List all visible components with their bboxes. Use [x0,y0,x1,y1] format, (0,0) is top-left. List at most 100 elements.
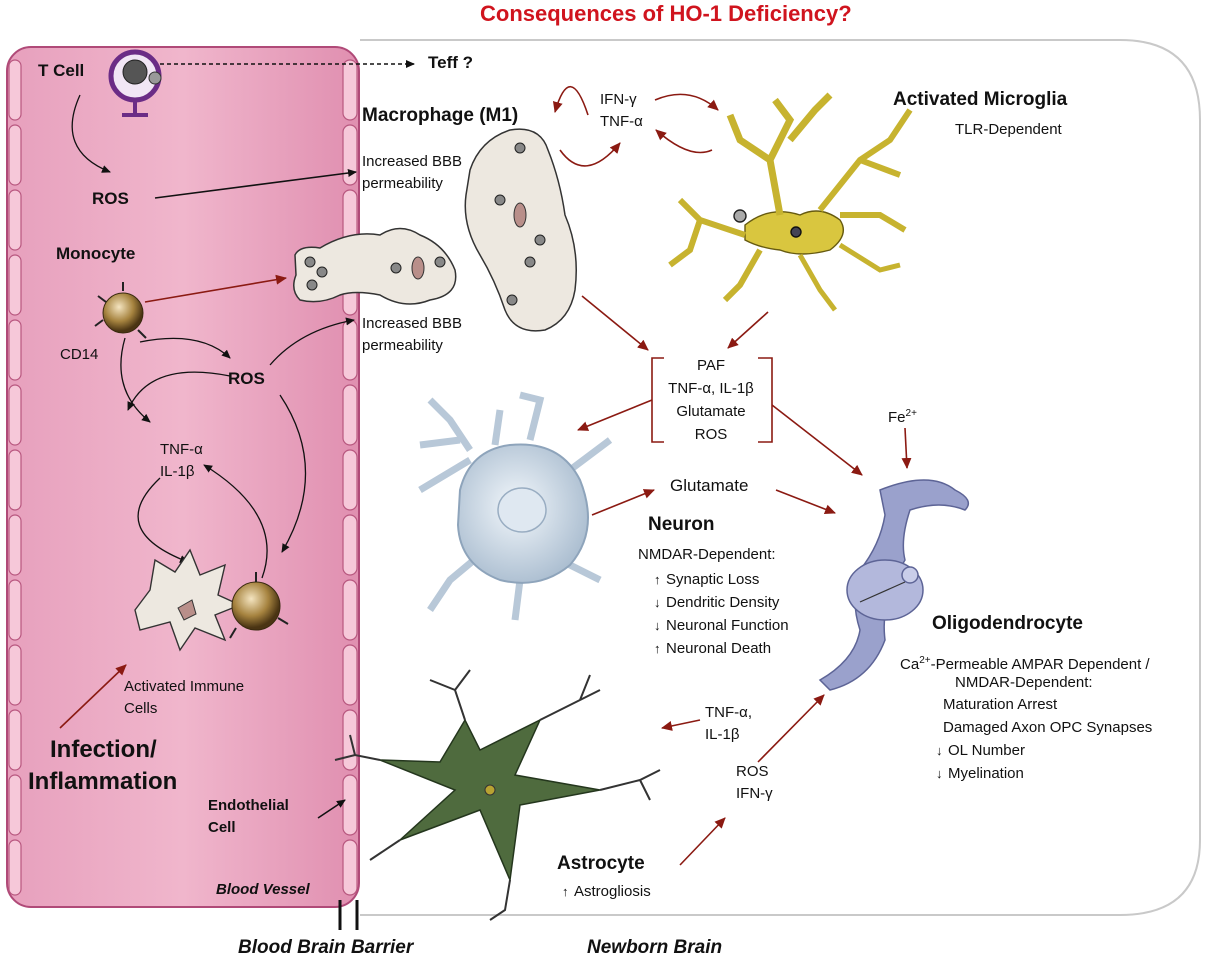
oligodendrocyte-graphic [818,479,970,691]
down-arrow-icon: ↓ [936,743,943,758]
monocyte-to-macrophage-arrow [144,274,287,303]
glutamate-to-oligo-arrow [775,489,836,515]
myelination-text: Myelination [948,765,1024,782]
fe-text: Fe [888,409,906,426]
infection-to-immune-arrow [59,664,127,729]
neuron-effect-item: ↓ Dendritic Density [654,593,779,613]
astro-il-label: IL-1β [705,726,740,743]
macrophage-loop-arrow-down [559,142,621,167]
ros-to-tnf-arrow [127,371,231,411]
macrophage-loop-arrow-up [552,85,589,116]
neuron-graphic [418,391,613,621]
cytokines-to-oligo-arrow [771,404,863,476]
cytokine-bracket-right [758,357,773,443]
ampar-label: Ca2+-Permeable AMPAR Dependent / [900,651,1150,675]
macrophage-graphic [464,128,577,332]
neuron-label: Neuron [648,514,715,535]
monocyte-to-ros-arrow [139,337,231,359]
neuron-effect-text: Synaptic Loss [666,571,760,588]
tnf-to-immune-arrow [137,477,189,563]
ca-superscript: 2+ [919,655,931,666]
bbb-permeability-1a: Increased BBB [362,153,463,170]
ros-to-bbb2-arrow [269,317,355,366]
ol-number-text: OL Number [948,742,1025,759]
down-arrow-icon: ↓ [936,766,943,781]
macrophage-label: Macrophage (M1) [362,105,519,126]
fe-to-oligo-arrow [901,427,912,469]
endothelial-cell-label: Cell [208,819,236,836]
teff-label: Teff ? [428,53,474,72]
neuron-effect-item: ↑Neuronal Death [654,639,771,659]
neuron-effect-text: Neuronal Function [666,617,789,634]
tnf-label: TNF-α [600,113,643,130]
blood-vessel [6,46,360,908]
footer-newborn-label: Newborn Brain [587,937,723,958]
astro-tnf-label: TNF-α, [705,704,752,721]
astrogliosis-label: ↑Astrogliosis [562,882,651,902]
astro-ifn-label: IFN-γ [736,785,773,802]
vessel-tnf-label: TNF-α [160,441,203,458]
bbb-permeability-2a: Increased BBB [362,315,463,332]
ol-number-label: ↓ OL Number [936,741,1025,761]
figure-title: Consequences of HO-1 Deficiency? [480,1,852,26]
tcell-to-ros-arrow [71,94,111,173]
t-cell-label: T Cell [38,61,85,80]
neuron-nmdar-label: NMDAR-Dependent: [638,546,776,563]
ifn-label: IFN-γ [600,91,637,108]
cd14-label: CD14 [60,346,99,363]
endothelial-pointer-arrow [317,799,346,819]
monocyte-to-tnf-arrow [120,337,151,423]
ros-to-oligo-arrow [757,694,825,763]
neuron-effect-text: Neuronal Death [666,640,772,657]
astro-ros-label: ROS [736,763,769,780]
brain-region-outline [360,39,1201,916]
infection-label: Infection/ [50,736,157,763]
fe-label: Fe2+ [888,404,917,428]
infiltrating-cell-graphic [293,227,457,305]
activated-immune-label: Activated Immune [124,678,245,695]
maturation-label: Maturation Arrest [943,696,1058,713]
cytokine-glutamate-label: Glutamate [676,403,746,420]
oligo-nmdar-label: NMDAR-Dependent: [955,674,1093,691]
ros-mid-label: ROS [228,369,265,388]
neuron-effect-text: Dendritic Density [666,594,780,611]
microglia-loop-arrow [654,93,719,111]
paf-label: PAF [696,357,726,374]
microglia-to-cytokines-arrow [727,311,769,349]
tnf-to-astrocyte-arrow [661,719,701,731]
ros-to-bbb-arrow [154,169,357,199]
astrocyte-label: Astrocyte [557,853,645,874]
bbb-permeability-2b: permeability [362,337,443,354]
microglia-graphic [668,92,913,312]
ros-top-label: ROS [92,189,129,208]
myelination-label: ↓ Myelination [936,764,1024,784]
footer-bbb-label: Blood Brain Barrier [238,937,414,958]
cytokines-to-neuron-arrow [577,399,653,431]
endothelial-label: Endothelial [208,797,289,814]
ampar-text: -Permeable AMPAR Dependent / [930,656,1150,673]
neuron-effect-item: ↓ Neuronal Function [654,616,789,636]
neuron-effect-item: ↑Synaptic Loss [654,570,759,590]
cytokine-ros-label: ROS [694,426,728,443]
macrophage-to-cytokines-arrow [581,295,649,351]
inflammation-label: Inflammation [28,768,178,795]
activated-immune-cells-graphic [134,548,289,652]
neuron-to-glutamate-arrow [591,489,655,516]
down-arrow-icon: ↓ [654,618,661,633]
glutamate-label: Glutamate [670,476,749,495]
fe-superscript: 2+ [905,408,917,419]
down-arrow-icon: ↓ [654,595,661,610]
blood-vessel-label: Blood Vessel [216,881,310,898]
astrocyte-graphic [334,669,661,921]
monocyte-label: Monocyte [56,244,136,263]
oligodendrocyte-label: Oligodendrocyte [932,613,1083,634]
microglia-label: Activated Microglia [893,89,1068,110]
cytokine-bracket-left [651,357,664,443]
cells-label: Cells [124,700,158,717]
ca-text: Ca [900,656,920,673]
tlr-label: TLR-Dependent [955,121,1062,138]
vessel-il1-label: IL-1β [160,463,195,480]
immune-to-il1-arrow [203,464,268,579]
